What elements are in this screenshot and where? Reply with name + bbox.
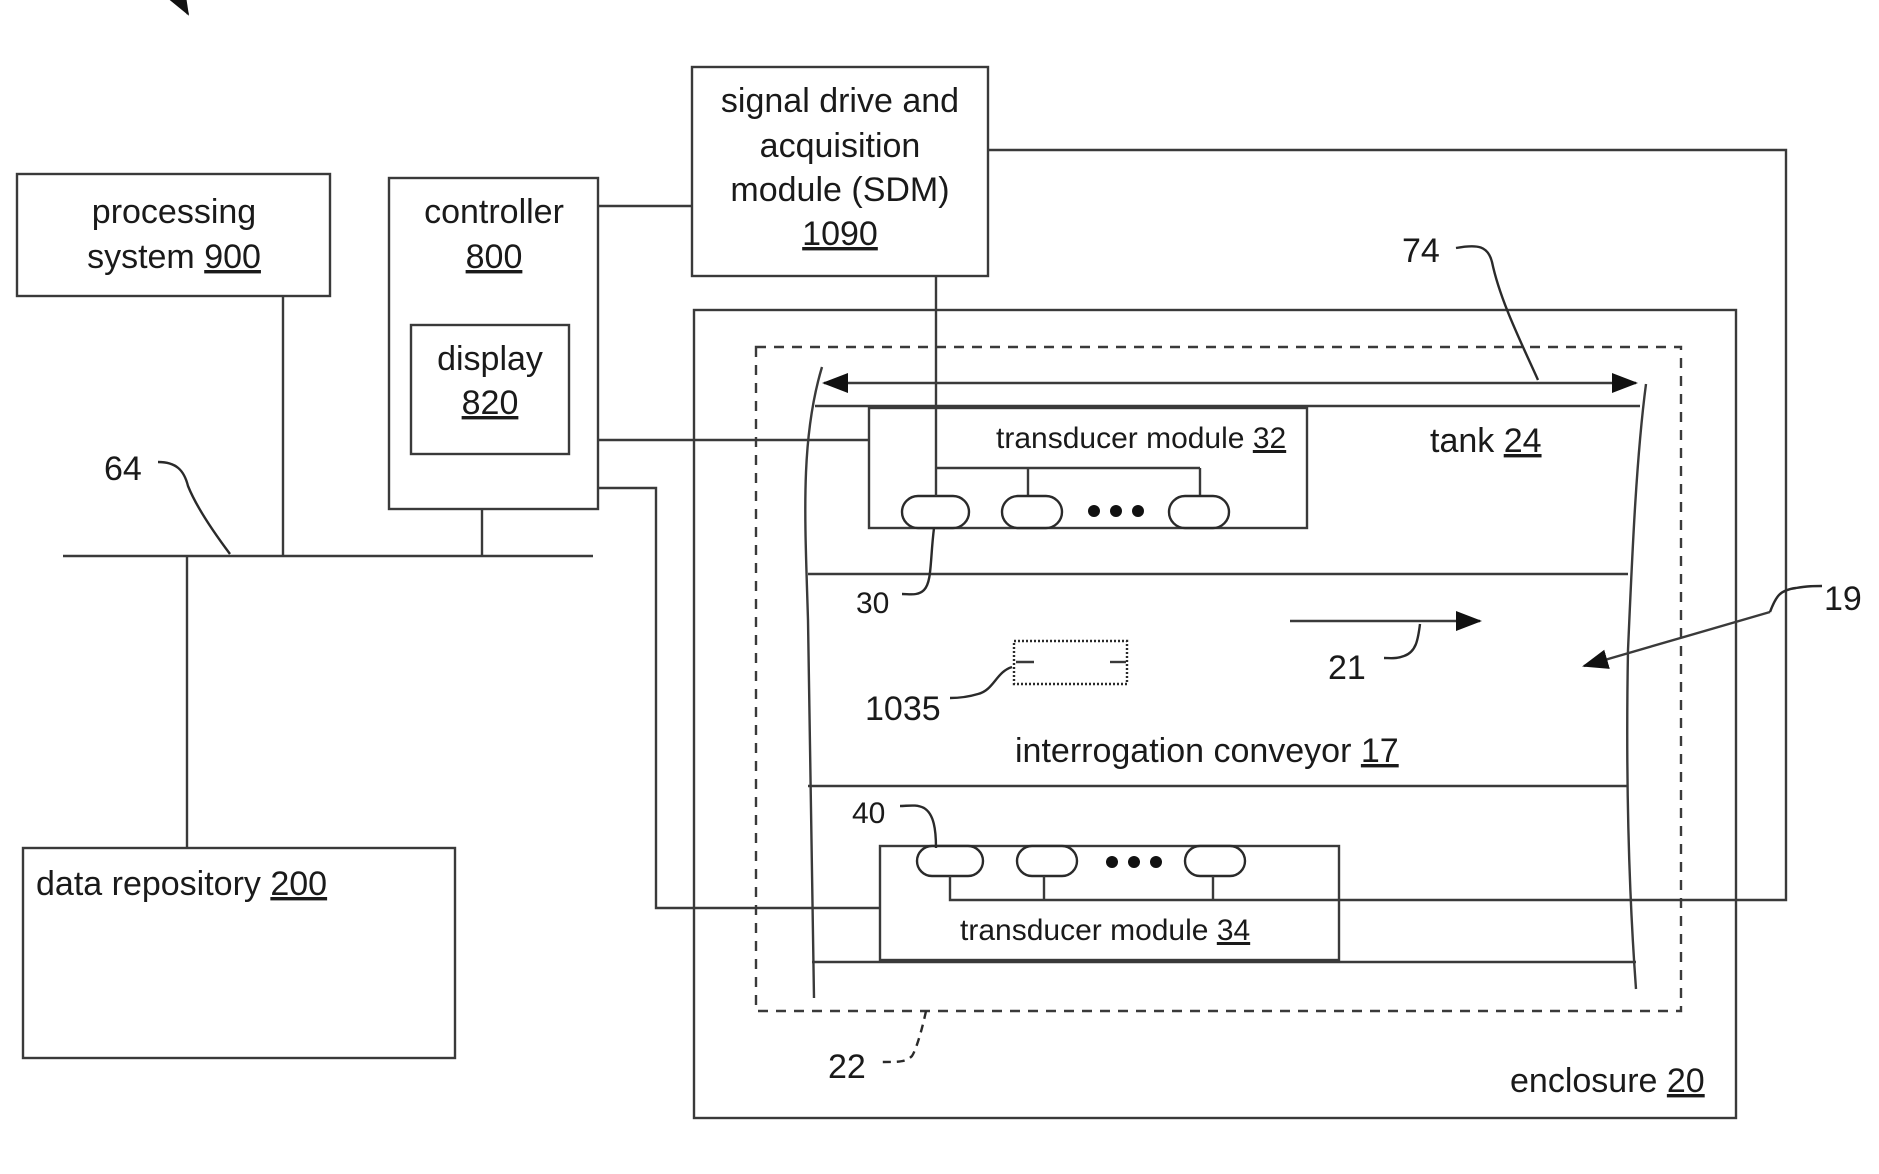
- display-ref: 820: [462, 384, 519, 422]
- transducer-element-bottom-2: [1017, 846, 1077, 876]
- element-top-ref-label: 30: [856, 587, 889, 620]
- ellipsis-dot-bottom-2: [1128, 856, 1140, 868]
- ellipsis-dot-bottom-3: [1150, 856, 1162, 868]
- transducer-element-top-2: [1002, 496, 1062, 528]
- controller-label: controller: [424, 193, 564, 231]
- bus-leader: [158, 462, 230, 554]
- transducer-element-bottom-1: [917, 846, 983, 876]
- sdm-line-1: signal drive and: [721, 82, 959, 120]
- system-ref-label: 19: [1824, 580, 1862, 618]
- processing-system-line-2: system 900: [87, 238, 261, 276]
- display-label: display: [437, 340, 543, 378]
- transducer-element-bottom-3: [1185, 846, 1245, 876]
- transducer-element-top-1: [902, 496, 969, 528]
- sdm-line-3: module (SDM): [730, 171, 949, 209]
- transducer-element-top-3: [1169, 496, 1229, 528]
- figure-pointer-arrow: [180, 0, 188, 14]
- conveyor-label: interrogation conveyor 17: [1015, 732, 1399, 770]
- controller-ref: 800: [466, 238, 523, 276]
- processing-system-line-1: processing: [92, 193, 256, 231]
- transducer-module-top-label: transducer module 32: [996, 422, 1286, 455]
- ellipsis-dot-top-3: [1132, 505, 1144, 517]
- ellipsis-dot-bottom-1: [1106, 856, 1118, 868]
- system-leader: [1770, 586, 1822, 612]
- element-bottom-ref-label: 40: [852, 797, 885, 830]
- data-repository-label: data repository 200: [36, 865, 327, 903]
- transducer-module-bottom-label: transducer module 34: [960, 914, 1250, 947]
- enclosure-label: enclosure 20: [1510, 1062, 1705, 1100]
- direction-ref-label: 21: [1328, 649, 1366, 687]
- bus-ref-label: 64: [104, 450, 142, 488]
- ellipsis-dot-top-1: [1088, 505, 1100, 517]
- span-ref-label: 74: [1402, 232, 1440, 270]
- sdm-ref: 1090: [802, 215, 878, 253]
- object-ref-label: 1035: [865, 690, 941, 728]
- tank-label: tank 24: [1430, 422, 1542, 460]
- ellipsis-dot-top-2: [1110, 505, 1122, 517]
- sdm-line-2: acquisition: [760, 127, 921, 165]
- dashed-boundary-ref-label: 22: [828, 1048, 866, 1086]
